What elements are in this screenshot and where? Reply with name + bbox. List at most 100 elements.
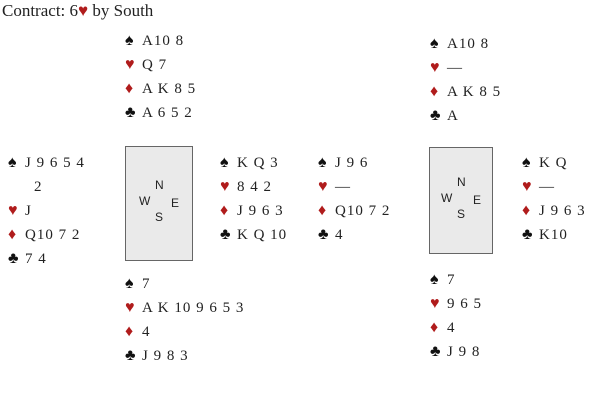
heart-suit-icon: ♥ [8, 202, 19, 219]
club-suit-icon: ♣ [522, 226, 534, 243]
west-hearts-holding: ♥J [8, 201, 85, 225]
cards-text: 4 [335, 227, 344, 243]
diamond-suit-icon: ♦ [220, 202, 230, 219]
west-hand: ♠J 9 6♥—♦Q10 7 2♣4 [318, 153, 390, 249]
north-hand: ♠ A10 8 ♥ — ♦ A K 8 5 ♣A [430, 34, 501, 130]
cards-text: 4 [447, 320, 456, 336]
east-hearts-holding: ♥ 8 4 2 [220, 177, 287, 201]
cards-text: Q 7 [142, 57, 168, 73]
spade-suit-icon: ♠ [522, 154, 532, 171]
spade-suit-icon: ♠ [318, 154, 328, 171]
south-spades-holding: ♠7 [125, 274, 244, 298]
east-diamonds-holding: ♦ J 9 6 3 [522, 201, 586, 225]
cards-text: K Q [539, 155, 568, 171]
cards-continuation: 2 [34, 179, 43, 195]
east-clubs-holding: ♣ K Q 10 [220, 225, 287, 249]
diamond-suit-icon: ♦ [522, 202, 532, 219]
cards-text: J 9 6 [335, 155, 369, 171]
compass-s: S [155, 209, 164, 224]
compass-w: W [441, 190, 453, 205]
south-hand: ♠7♥9 6 5♦4♣J 9 8 [430, 270, 482, 366]
cards-text: — [447, 60, 463, 76]
cards-text: K Q 10 [237, 227, 288, 243]
spade-suit-icon: ♠ [125, 275, 135, 292]
south-hand: ♠7♥A K 10 9 6 5 3♦4♣J 9 8 3 [125, 274, 244, 370]
south-diamonds-holding: ♦4 [125, 322, 244, 346]
north-spades-holding: ♠ A10 8 [125, 31, 196, 55]
cards-text: Q10 7 2 [335, 203, 391, 219]
club-suit-icon: ♣ [220, 226, 232, 243]
diamond-suit-icon: ♦ [430, 319, 440, 336]
west-clubs-holding: ♣4 [318, 225, 390, 249]
north-diamonds-holding: ♦A K 8 5 [125, 79, 196, 103]
cards-text: J 9 6 3 [237, 203, 284, 219]
cards-text: A10 8 [142, 33, 185, 49]
spade-suit-icon: ♠ [430, 35, 440, 52]
south-clubs-holding: ♣J 9 8 [430, 342, 482, 366]
heart-suit-icon: ♥ [220, 178, 231, 195]
west-diamonds-holding: ♦Q10 7 2 [318, 201, 390, 225]
diamond-suit-icon: ♦ [430, 83, 440, 100]
club-suit-icon: ♣ [430, 107, 442, 124]
heart-suit-icon: ♥ [78, 1, 89, 20]
cards-text: J 9 6 3 [539, 203, 586, 219]
diamond-suit-icon: ♦ [8, 226, 18, 243]
north-hearts-holding: ♥Q 7 [125, 55, 196, 79]
west-hearts-holding: ♥— [318, 177, 390, 201]
spade-suit-icon: ♠ [125, 32, 135, 49]
club-suit-icon: ♣ [318, 226, 330, 243]
cards-text: K Q 3 [237, 155, 279, 171]
cards-text: J 9 8 3 [142, 348, 189, 364]
club-suit-icon: ♣ [430, 343, 442, 360]
heart-suit-icon: ♥ [125, 299, 136, 316]
cards-text: A K 10 9 6 5 3 [142, 300, 245, 316]
cards-text: — [335, 179, 351, 195]
compass-n: N [457, 174, 466, 189]
heart-suit-icon: ♥ [522, 178, 533, 195]
cards-text: A10 8 [447, 36, 490, 52]
east-diamonds-holding: ♦ J 9 6 3 [220, 201, 287, 225]
cards-text: 8 4 2 [237, 179, 272, 195]
heart-suit-icon: ♥ [430, 59, 441, 76]
spade-suit-icon: ♠ [220, 154, 230, 171]
east-hand: ♠ K Q 3 ♥ 8 4 2 ♦ J 9 6 3 ♣ K Q 10 [220, 153, 287, 249]
cards-text: 7 [142, 276, 151, 292]
cards-text: 7 4 [25, 251, 47, 267]
south-diamonds-holding: ♦4 [430, 318, 482, 342]
north-clubs-holding: ♣A [430, 106, 501, 130]
compass-e: E [171, 195, 180, 210]
cards-text: — [539, 179, 555, 195]
diamond-suit-icon: ♦ [125, 323, 135, 340]
spade-suit-icon: ♠ [8, 154, 18, 171]
north-spades-holding: ♠ A10 8 [430, 34, 501, 58]
contract-prefix: Contract: 6 [2, 1, 79, 20]
compass-s: S [457, 206, 466, 221]
east-clubs-holding: ♣K10 [522, 225, 586, 249]
north-diamonds-holding: ♦ A K 8 5 [430, 82, 501, 106]
west-diamonds-holding: ♦ Q10 7 2 [8, 225, 85, 249]
club-suit-icon: ♣ [8, 250, 20, 267]
cards-text: 9 6 5 [447, 296, 482, 312]
cards-text: A K 8 5 [447, 84, 502, 100]
diamond-suit-icon: ♦ [125, 80, 135, 97]
spade-suit-icon: ♠ [430, 271, 440, 288]
cards-text: A 6 5 2 [142, 105, 193, 121]
north-clubs-holding: ♣ A 6 5 2 [125, 103, 196, 127]
club-suit-icon: ♣ [125, 347, 137, 364]
cards-text: J [25, 203, 32, 219]
south-hearts-holding: ♥ A K 10 9 6 5 3 [125, 298, 244, 322]
cards-text: Q10 7 2 [25, 227, 81, 243]
compass-e: E [473, 192, 482, 207]
south-spades-holding: ♠7 [430, 270, 482, 294]
south-clubs-holding: ♣ J 9 8 3 [125, 346, 244, 370]
east-spades-holding: ♠ K Q 3 [220, 153, 287, 177]
club-suit-icon: ♣ [125, 104, 137, 121]
east-spades-holding: ♠ K Q [522, 153, 586, 177]
west-spades-holding: ♠ J 9 6 [318, 153, 390, 177]
heart-suit-icon: ♥ [430, 295, 441, 312]
east-hearts-holding: ♥— [522, 177, 586, 201]
